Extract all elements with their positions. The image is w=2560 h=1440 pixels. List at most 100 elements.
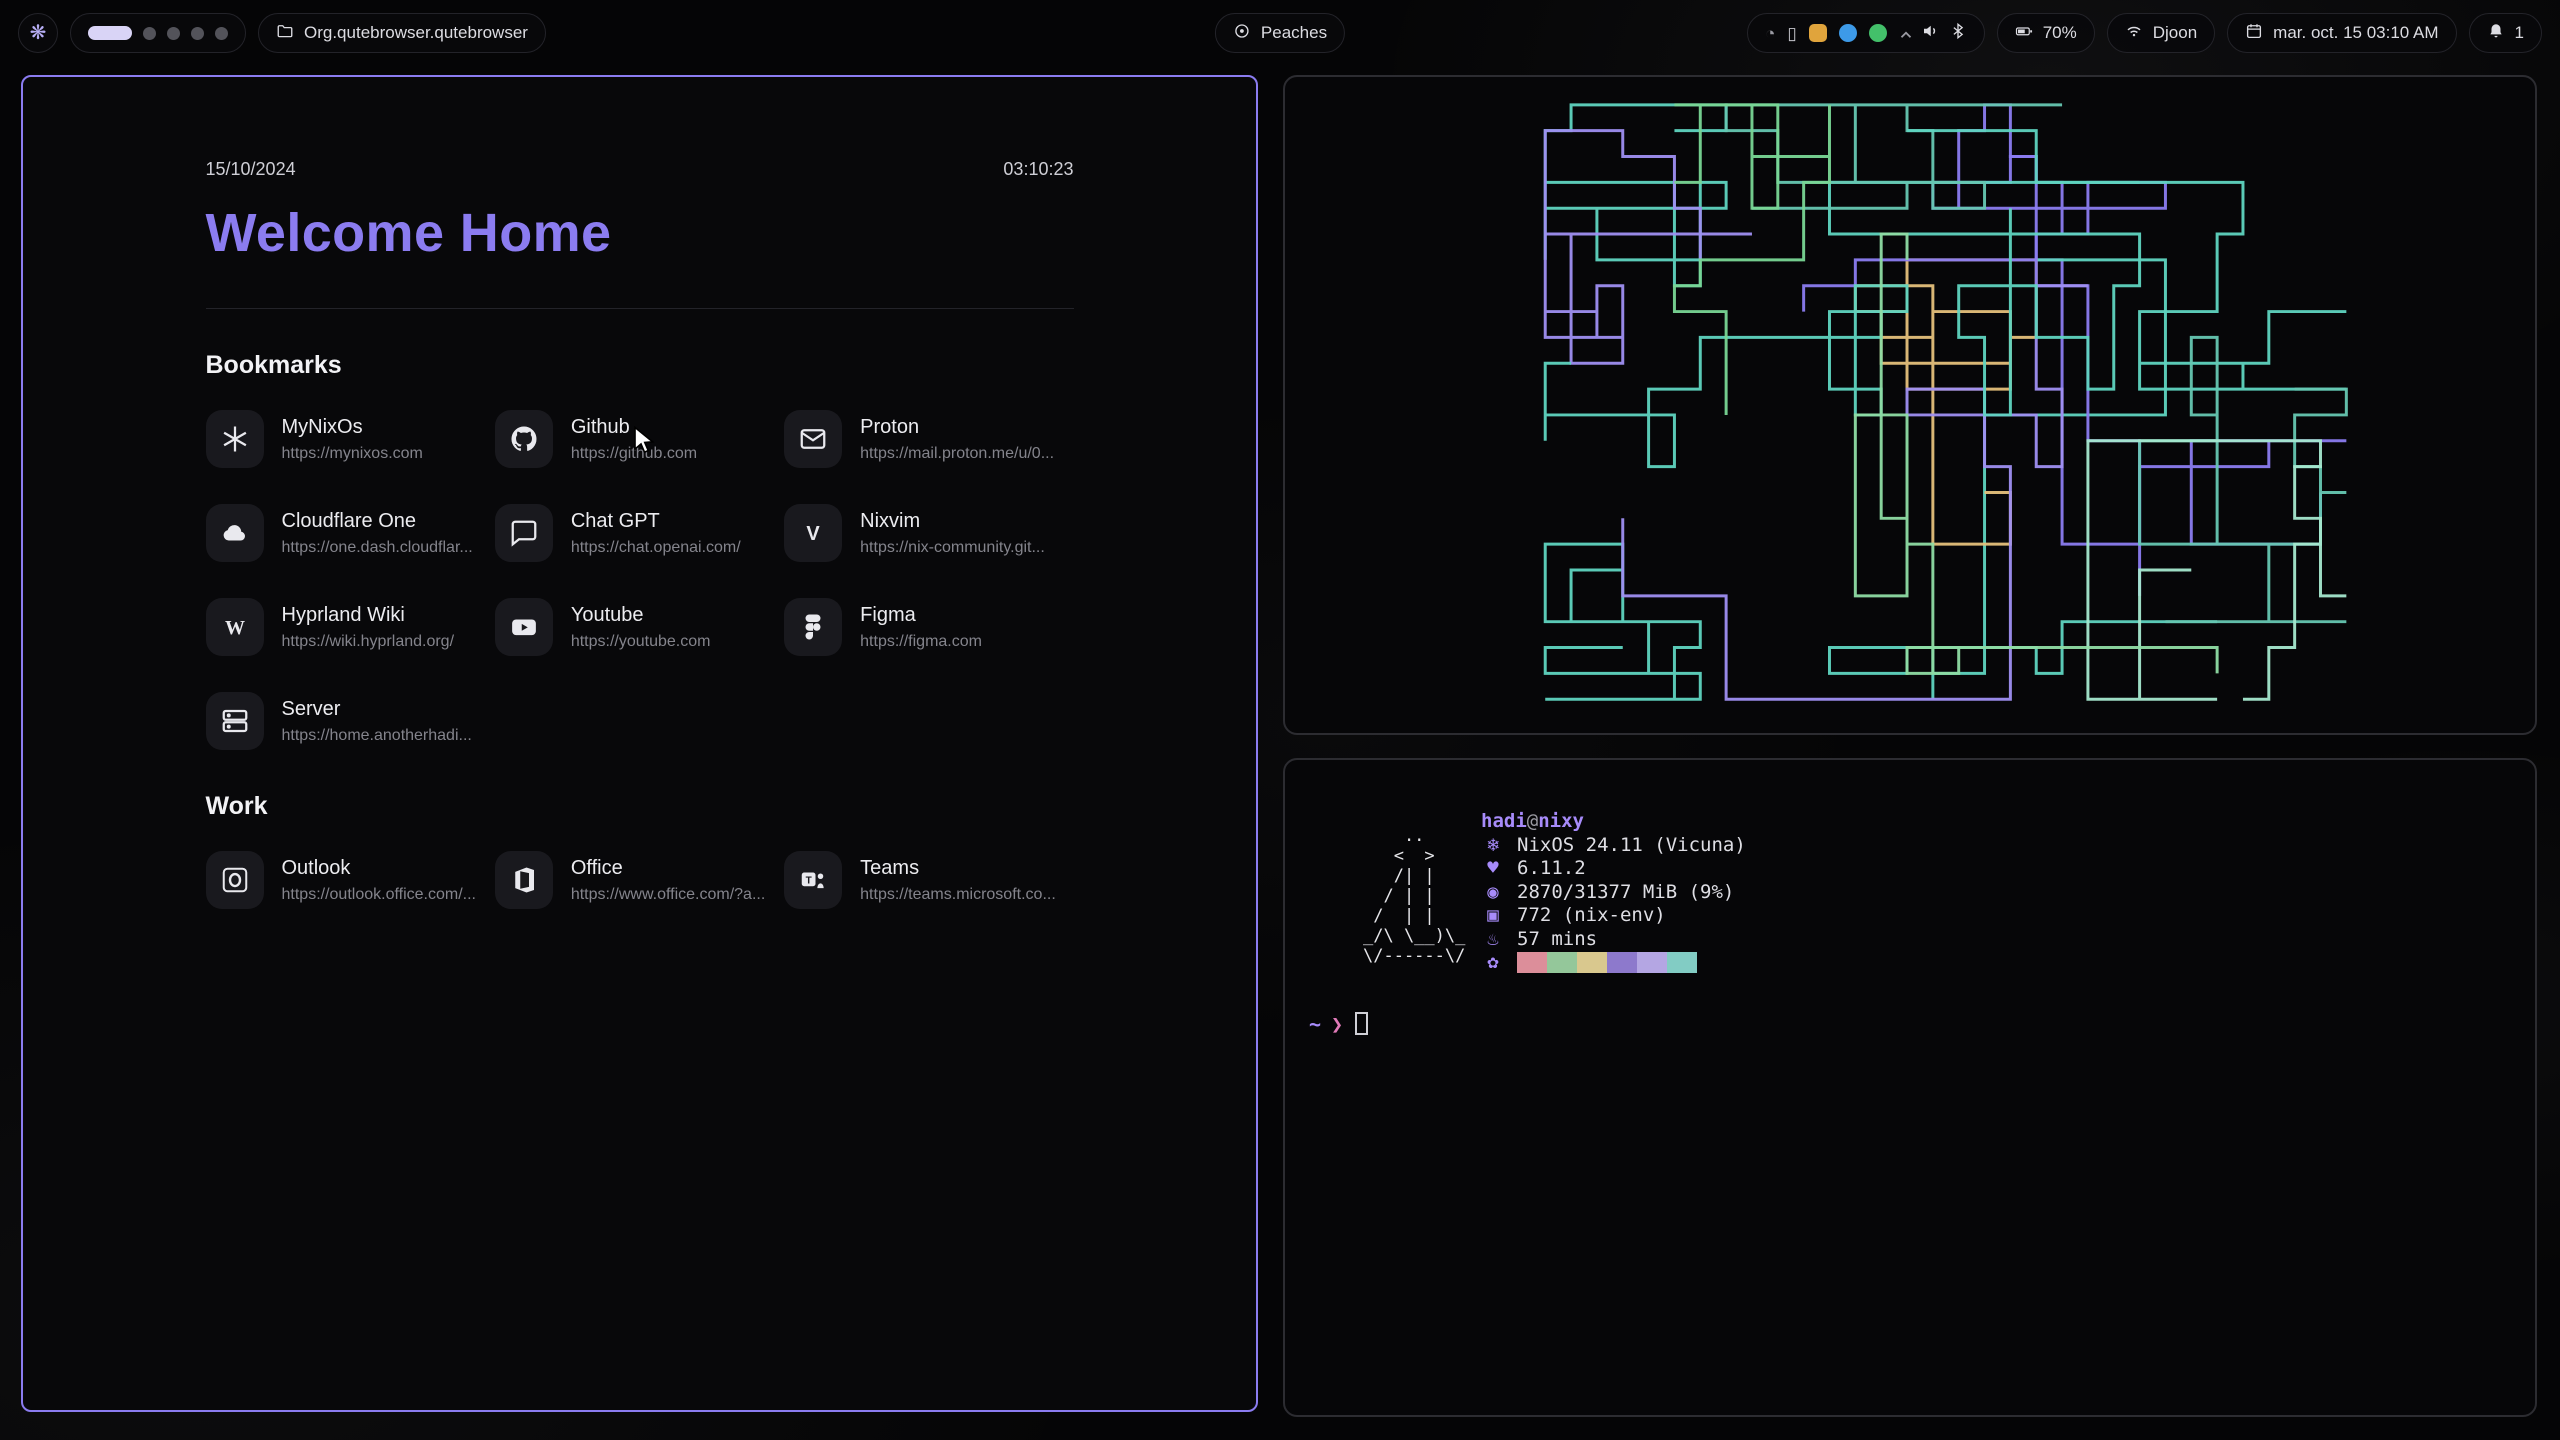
youtube-icon [494, 598, 553, 656]
date-time-row: 15/10/2024 03:10:23 [206, 159, 1074, 180]
memory-icon: ◉ [1487, 880, 1499, 903]
bookmark-name: Chat GPT [570, 509, 660, 532]
wifi-ssid: Djoon [2152, 23, 2198, 42]
bookmark-name: Nixvim [860, 509, 921, 532]
username: hadi [1481, 810, 1527, 832]
kernel-icon: ♥ [1487, 857, 1499, 879]
fetch-info-value: NixOS 24.11 (Vicuna) [1517, 833, 1746, 856]
bookmark-name: Outlook [281, 856, 351, 879]
wifi-chip[interactable]: Djoon [2106, 13, 2216, 53]
notification-count: 1 [2514, 23, 2524, 42]
uptime-icon: ♨ [1487, 927, 1499, 950]
bookmark-sections: Bookmarks MyNixOs https://mynixos.com Gi… [205, 351, 1074, 909]
palette-row: ✿ [1481, 951, 1746, 975]
folder-icon [276, 22, 294, 45]
bookmark-item[interactable]: Figma https://figma.com [784, 598, 1073, 656]
palette-swatch [1547, 952, 1577, 974]
user-host-line: hadi@nixy [1481, 810, 1746, 834]
window-title-chip[interactable]: Org.qutebrowser.qutebrowser [258, 13, 546, 53]
svg-text:V: V [806, 523, 820, 545]
palette-swatch [1667, 952, 1697, 974]
svg-text:T: T [806, 875, 812, 886]
svg-text:W: W [225, 617, 245, 639]
bookmark-url: https://outlook.office.com/... [281, 885, 476, 903]
bookmark-item[interactable]: W Hyprland Wiki https://wiki.hyprland.or… [205, 598, 495, 656]
bookmark-section: Work Outlook https://outlook.office.com/… [205, 792, 1074, 909]
bookmark-item[interactable]: V Nixvim https://nix-community.git... [784, 504, 1073, 562]
fetch-info-row: ♥ 6.11.2 [1481, 857, 1746, 881]
bookmark-item[interactable]: Outlook https://outlook.office.com/... [205, 851, 495, 909]
workspace-indicator[interactable] [70, 13, 246, 53]
date-label: 15/10/2024 [205, 159, 296, 179]
outlook-icon [205, 851, 264, 909]
shell-prompt: ~❯ [1309, 1012, 1369, 1036]
teams-icon: T [784, 851, 843, 909]
bookmark-name: Teams [860, 856, 920, 879]
workspace-dot[interactable] [143, 26, 156, 40]
clock-chip[interactable]: mar. oct. 15 03:10 AM [2227, 13, 2457, 53]
bookmark-item[interactable]: Cloudflare One https://one.dash.cloudfla… [205, 504, 495, 562]
terminal-cursor [1355, 1012, 1369, 1035]
launcher-button[interactable]: ❋ [18, 13, 58, 53]
battery-icon [2015, 22, 2033, 45]
bookmark-url: https://teams.microsoft.co... [860, 885, 1056, 903]
fetch-info: hadi@nixy ❄NixOS 24.11 (Vicuna)♥6.11.2◉2… [1481, 810, 1746, 975]
green-app-tray-icon[interactable] [1868, 24, 1887, 42]
notifications-chip[interactable]: 1 [2468, 13, 2542, 53]
media-chip[interactable]: Peaches [1214, 13, 1346, 53]
bookmark-item[interactable]: Server https://home.anotherhadi... [205, 692, 495, 750]
divider [205, 308, 1074, 309]
bookmark-item[interactable]: Youtube https://youtube.com [494, 598, 784, 656]
section-heading: Work [205, 792, 268, 820]
bluetooth-icon[interactable] [1949, 22, 1967, 45]
fetch-info-row: ◉ 2870/31377 MiB (9%) [1481, 881, 1746, 905]
fetch-info-value: 6.11.2 [1517, 857, 1586, 879]
wifi-icon [2125, 22, 2143, 45]
pipes-screensaver-art [1543, 103, 2348, 701]
bookmark-url: https://nix-community.git... [860, 538, 1045, 556]
bookmark-item[interactable]: Github https://github.com [494, 410, 784, 468]
palette-icon: ✿ [1487, 951, 1499, 973]
wiki-icon: W [205, 598, 264, 656]
battery-tray-icon[interactable]: ▯ [1787, 23, 1797, 43]
palette-swatch [1577, 952, 1607, 974]
bookmark-url: https://wiki.hyprland.org/ [281, 632, 455, 650]
chevron-up-icon[interactable] [1897, 26, 1911, 40]
orange-app-tray-icon[interactable] [1808, 24, 1827, 42]
bookmark-name: Figma [860, 603, 916, 626]
bookmark-name: Office [570, 856, 623, 879]
bookmark-item[interactable]: T Teams https://teams.microsoft.co... [784, 851, 1073, 909]
fetch-info-row: ▣772 (nix-env) [1481, 904, 1746, 928]
bookmark-item[interactable]: Office https://www.office.com/?a... [494, 851, 784, 909]
bookmark-item[interactable]: Chat GPT https://chat.openai.com/ [494, 504, 784, 562]
workspace-dot[interactable] [167, 26, 180, 40]
workspace-dot[interactable] [215, 26, 228, 40]
cloud-icon [205, 504, 264, 562]
media-label: Peaches [1260, 23, 1328, 42]
top-bar-right: ◔▯ 70% Djoon mar. oct. 15 03:10 AM 1 [1747, 13, 2542, 53]
qutebrowser-window[interactable]: 15/10/2024 03:10:23 Welcome Home Bookmar… [21, 75, 1258, 1412]
prompt-chevron-icon: ❯ [1331, 1012, 1344, 1036]
volume-icon[interactable] [1921, 22, 1939, 45]
battery-chip[interactable]: 70% [1996, 13, 2095, 53]
bookmark-name: Server [281, 697, 341, 720]
calendar-icon [2245, 22, 2263, 45]
workspace-active[interactable] [88, 26, 132, 40]
bookmark-name: MyNixOs [281, 415, 363, 438]
page-title: Welcome Home [205, 203, 612, 263]
bookmark-name: Proton [860, 415, 920, 438]
bookmark-grid: MyNixOs https://mynixos.com Github https… [205, 410, 1074, 750]
gauge-tray-icon[interactable]: ◔ [1765, 23, 1776, 43]
bookmark-item[interactable]: MyNixOs https://mynixos.com [205, 410, 495, 468]
pipes-terminal-window[interactable] [1283, 75, 2537, 735]
bookmark-url: https://mynixos.com [281, 444, 423, 462]
bookmark-item[interactable]: Proton https://mail.proton.me/u/0... [784, 410, 1073, 468]
nixvim-icon: V [784, 504, 843, 562]
fetch-info-value: 2870/31377 MiB (9%) [1517, 880, 1735, 903]
palette-swatch [1607, 952, 1637, 974]
workspace-dot[interactable] [191, 26, 204, 40]
fastfetch-terminal-window[interactable]: .. < > /| | / | | / | | _/\ \__)\_ \/---… [1283, 758, 2537, 1417]
system-tray: ◔▯ [1747, 13, 1985, 53]
blue-app-tray-icon[interactable] [1838, 24, 1857, 42]
figma-icon [784, 598, 843, 656]
